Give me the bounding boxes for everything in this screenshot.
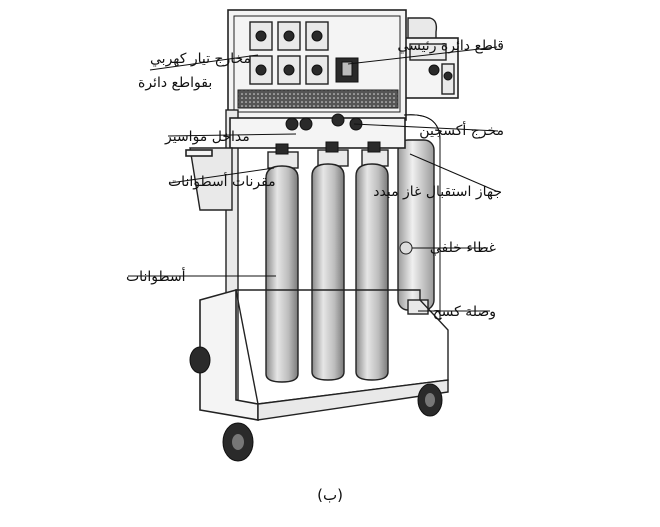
back-canister	[398, 140, 434, 310]
label-outlets-line1: مخارج تيار كهربي	[150, 51, 251, 67]
label-back-cover: غطاء خلفي	[430, 240, 496, 256]
label-oxygen-outlet: مخرج أكسجين	[419, 121, 504, 139]
cylinders	[266, 164, 388, 382]
hose-inlet-2	[300, 118, 312, 130]
label-main-breaker: قاطع دائرة رئيسي	[397, 38, 504, 54]
hose-inlet-3	[332, 114, 344, 126]
hose-inlet-1	[286, 118, 298, 130]
label-hose-inlets: مداخل مواسير	[164, 129, 250, 145]
label-scavenger: جهاز استقبال غاز مبدد	[373, 184, 502, 200]
vent-grille	[238, 90, 398, 108]
label-outlets-line2: بقواطع دائرة	[138, 75, 212, 91]
scavenge-connector	[408, 300, 428, 314]
label-yoke: مقرنات أسطوانات	[168, 172, 276, 190]
label-scavenge-connector: وصلة كسح	[433, 304, 496, 320]
figure-caption: (ب)	[317, 486, 343, 504]
machine-body	[186, 10, 458, 461]
label-cylinders: أسطوانات	[126, 267, 186, 285]
back-cover-knob	[400, 242, 412, 254]
